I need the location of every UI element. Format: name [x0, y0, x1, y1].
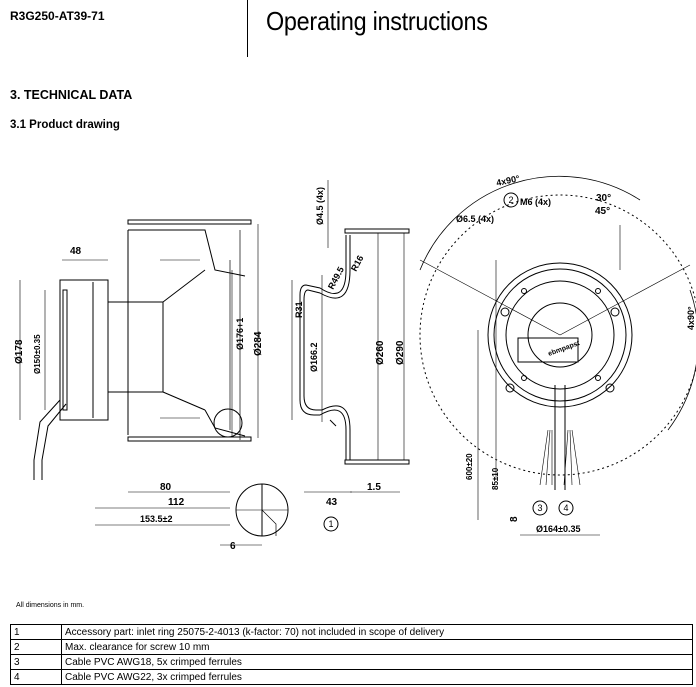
table-row: 3 Cable PVC AWG18, 5x crimped ferrules — [10, 654, 693, 670]
dim-m6: M6 (4x) — [520, 197, 551, 207]
dim-80: 80 — [160, 482, 172, 493]
product-drawing: 48 Ø178 Ø150±0.35 Ø176+1 Ø284 80 112 153… — [14, 173, 696, 552]
dim-4-5: Ø4.5 (4x) — [315, 187, 325, 225]
dim-178: Ø178 — [14, 339, 25, 364]
dim-30deg: 30° — [596, 193, 611, 204]
inlet-ring-section — [291, 180, 410, 493]
dim-164: Ø164±0.35 — [536, 524, 580, 534]
legend-text: Cable PVC AWG18, 5x crimped ferrules — [61, 654, 693, 670]
legend-num: 4 — [10, 669, 62, 685]
callout-4: 4 — [563, 503, 568, 513]
dim-284: Ø284 — [253, 331, 264, 356]
legend-num: 1 — [10, 624, 62, 640]
table-row: 1 Accessory part: inlet ring 25075-2-401… — [10, 624, 693, 640]
legend-num: 3 — [10, 654, 62, 670]
dim-600: 600±20 — [465, 453, 474, 480]
legend-text: Max. clearance for screw 10 mm — [61, 639, 693, 655]
dim-290: Ø290 — [395, 340, 406, 365]
table-row: 4 Cable PVC AWG22, 3x crimped ferrules — [10, 669, 693, 685]
dim-r31: R31 — [294, 301, 304, 318]
page-title: Operating instructions — [266, 6, 488, 36]
dimensions-note: All dimensions in mm. — [16, 602, 85, 609]
section-title: 3. TECHNICAL DATA — [10, 88, 133, 102]
dim-6: 6 — [230, 541, 236, 552]
dim-4x90-top: 4x90° — [495, 173, 521, 188]
dim-150: Ø150±0.35 — [33, 334, 42, 374]
dim-85: 85±10 — [491, 467, 500, 490]
dim-43: 43 — [326, 497, 338, 508]
legend-num: 2 — [10, 639, 62, 655]
dim-4x90-right: 4x90° — [686, 306, 696, 330]
legend-text: Accessory part: inlet ring 25075-2-4013 … — [61, 624, 693, 640]
dim-6-5: Ø6.5 (4x) — [456, 214, 494, 224]
dim-1-5: 1.5 — [367, 482, 381, 493]
dim-176: Ø176+1 — [235, 318, 245, 350]
callout-1: 1 — [328, 519, 333, 529]
table-row: 2 Max. clearance for screw 10 mm — [10, 639, 693, 655]
side-view — [19, 219, 289, 546]
dim-112: 112 — [168, 497, 185, 508]
header-divider — [247, 0, 248, 57]
dim-8: 8 — [509, 516, 520, 522]
callout-2: 2 — [508, 195, 513, 205]
dim-48: 48 — [70, 246, 82, 257]
subsection-title: 3.1 Product drawing — [10, 119, 120, 131]
legend-text: Cable PVC AWG22, 3x crimped ferrules — [61, 669, 693, 685]
dim-45deg: 45° — [595, 206, 610, 217]
dim-153-5: 153.5±2 — [140, 514, 172, 524]
dim-r16: R16 — [349, 254, 366, 273]
front-view — [419, 175, 696, 536]
brand-label: ebmpapst — [547, 340, 581, 358]
callout-3: 3 — [537, 503, 542, 513]
legend-table: 1 Accessory part: inlet ring 25075-2-401… — [10, 624, 693, 685]
dim-166-2: Ø166.2 — [309, 342, 319, 372]
model-number: R3G250-AT39-71 — [10, 9, 105, 23]
dim-260: Ø260 — [375, 340, 386, 365]
